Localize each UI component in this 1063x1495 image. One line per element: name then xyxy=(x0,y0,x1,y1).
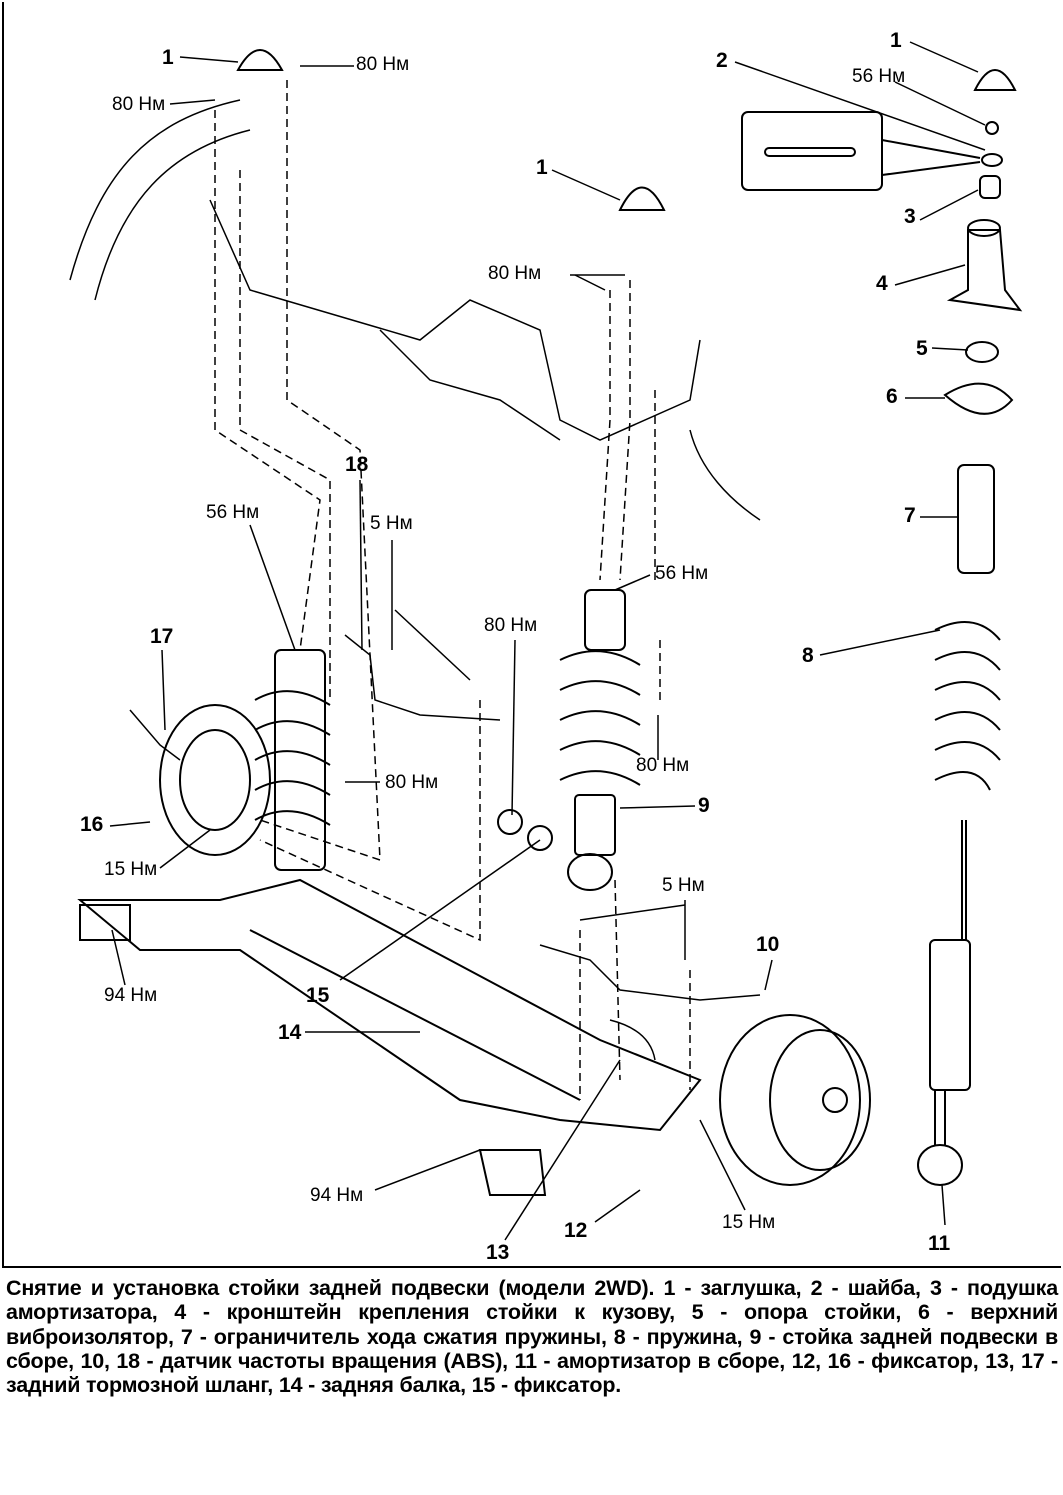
torque-label: 80 Нм xyxy=(385,772,439,793)
callout-10: 10 xyxy=(756,933,780,956)
callout-13: 13 xyxy=(486,1241,510,1264)
vehicle-body-outline xyxy=(69,99,761,521)
callout-1: 1 xyxy=(162,46,174,69)
callout-1: 1 xyxy=(536,156,548,179)
callout-14: 14 xyxy=(278,1021,302,1044)
torque-label: 5 Нм xyxy=(370,513,413,534)
left-strut-assembly xyxy=(159,649,331,871)
torque-label: 94 Нм xyxy=(104,985,158,1006)
callout-1: 1 xyxy=(890,29,902,52)
callout-17: 17 xyxy=(150,625,174,648)
leader-lines xyxy=(109,41,986,1241)
callout-6: 6 xyxy=(886,385,898,408)
washer-inset xyxy=(741,111,1003,191)
callout-7: 7 xyxy=(904,504,916,527)
strut-assembly-9 xyxy=(497,589,641,891)
torque-label: 56 Нм xyxy=(852,66,906,87)
torque-label: 80 Нм xyxy=(112,94,166,115)
torque-label: 80 Нм xyxy=(636,755,690,776)
torque-label: 80 Нм xyxy=(356,54,410,75)
callout-8: 8 xyxy=(802,644,814,667)
rear-axle-beam xyxy=(77,878,871,1196)
cap-part-1 xyxy=(236,49,1017,211)
callout-4: 4 xyxy=(876,272,888,295)
callout-5: 5 xyxy=(916,337,928,360)
figure-caption: Снятие и установка стойки задней подвеск… xyxy=(6,1276,1058,1398)
torque-label: 94 Нм xyxy=(310,1185,364,1206)
assembly-dashed-lines xyxy=(214,80,691,1100)
callout-15: 15 xyxy=(306,984,330,1007)
callout-12: 12 xyxy=(564,1219,588,1242)
torque-label: 15 Нм xyxy=(104,859,158,880)
abs-sensor-wires xyxy=(129,634,761,1061)
callout-2: 2 xyxy=(716,49,728,72)
torque-label: 15 Нм xyxy=(722,1212,776,1233)
torque-label: 80 Нм xyxy=(488,263,542,284)
suspension-exploded-diagram xyxy=(69,41,1023,1241)
torque-label: 56 Нм xyxy=(206,502,260,523)
torque-label: 56 Нм xyxy=(655,563,709,584)
figure-frame xyxy=(2,2,1061,1268)
torque-label: 80 Нм xyxy=(484,615,538,636)
callout-16: 16 xyxy=(80,813,104,836)
callout-18: 18 xyxy=(345,453,369,476)
callout-3: 3 xyxy=(904,205,916,228)
strut-mount-parts xyxy=(917,175,1023,1186)
torque-label: 5 Нм xyxy=(662,875,705,896)
callout-11: 11 xyxy=(928,1232,951,1255)
callout-9: 9 xyxy=(698,794,710,817)
